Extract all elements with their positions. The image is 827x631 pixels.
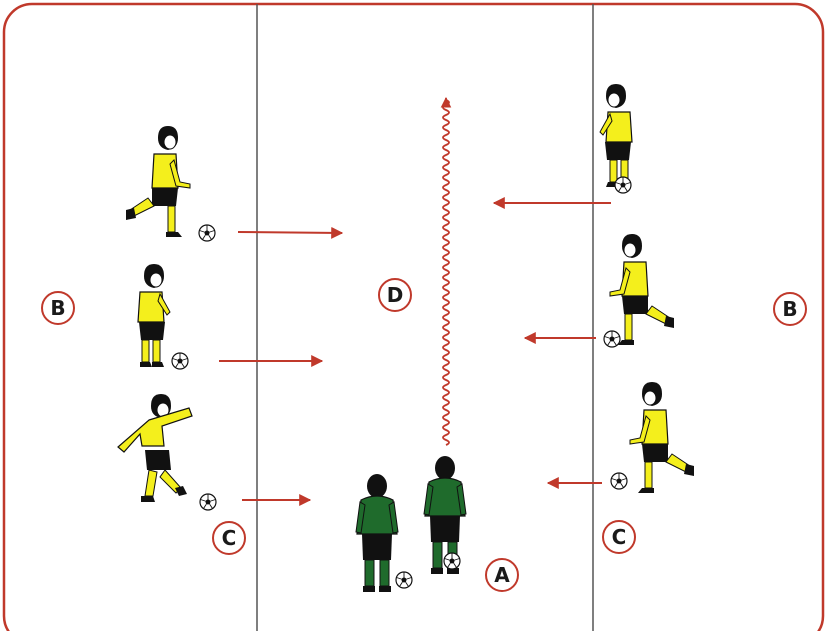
ball-left-2 [171,352,189,370]
ball-center-right [443,552,461,570]
ball-right-3 [610,472,628,490]
svg-text:C: C [612,525,627,549]
ball-center-left [395,571,413,589]
svg-text:B: B [50,296,65,320]
label-b-left: B [41,291,75,325]
ball-left-3 [199,493,217,511]
label-c-right: C [602,520,636,554]
arrow-left-1 [237,226,344,239]
svg-text:D: D [387,283,404,307]
svg-text:C: C [222,526,237,550]
dribble-arrow [440,96,452,446]
ball-left-1 [198,224,216,242]
svg-text:A: A [494,563,510,587]
svg-text:B: B [782,297,797,321]
label-c-left: C [212,521,246,555]
ball-right-1 [614,176,632,194]
label-b-right: B [773,292,807,326]
label-a: A [485,558,519,592]
label-d: D [378,278,412,312]
ball-right-2 [603,330,621,348]
